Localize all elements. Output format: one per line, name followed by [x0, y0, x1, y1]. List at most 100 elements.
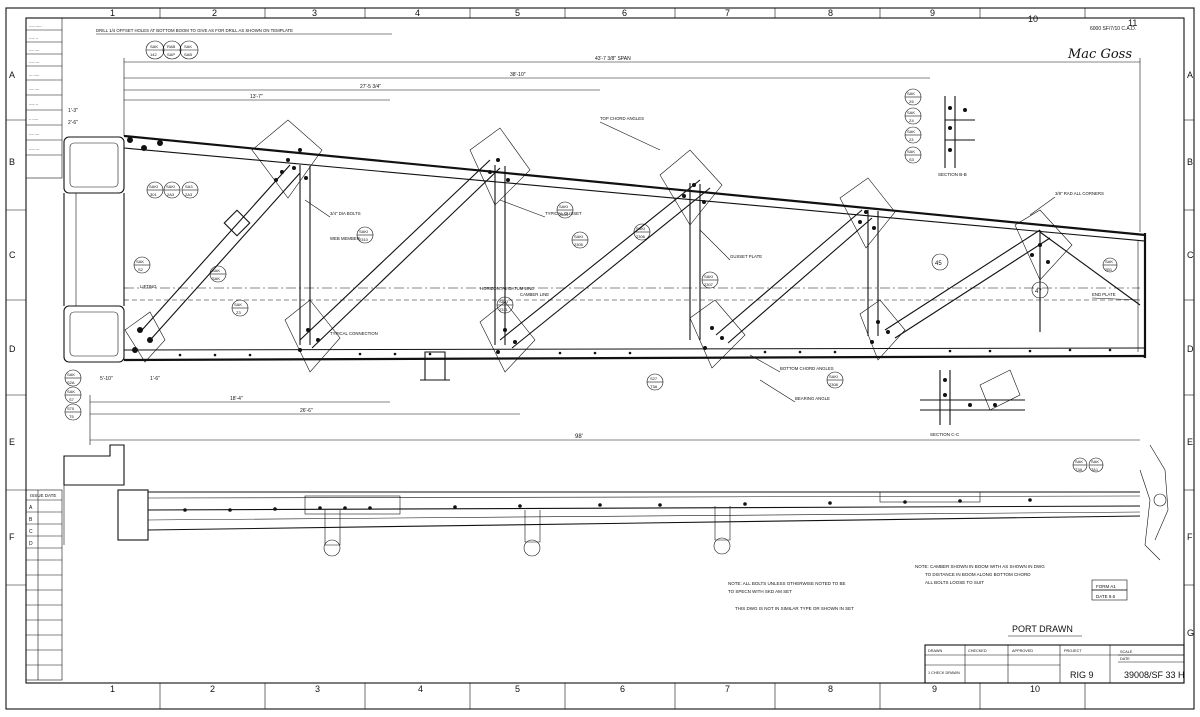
- zone-col-11: 11: [1128, 18, 1137, 28]
- drawing-number: 39008/SF 33 H: [1124, 670, 1185, 680]
- zone-col-10: 10: [1028, 14, 1038, 24]
- dim-span-a: 43'-7 3/8" SPAN: [595, 56, 631, 62]
- svg-text:T3A: T3A: [650, 384, 658, 389]
- zone-row-a: A: [9, 70, 15, 80]
- issue-table: ISSUE DATE A B C D: [25, 489, 63, 681]
- gusset-5: [1014, 209, 1073, 281]
- gusset-7: [479, 301, 536, 373]
- note-right-2: TO DISTANCE IN BOOM ALONG BOTTOM CHORD: [925, 572, 1031, 577]
- dim-left-b: 2'-6": [68, 120, 78, 126]
- svg-text:SAK: SAK: [67, 372, 75, 377]
- section-cc-detail: SECTION C-C: [920, 369, 1025, 437]
- svg-text:2307: 2307: [704, 282, 714, 287]
- svg-text:----- ---: ----- ---: [29, 147, 40, 151]
- svg-text:SAK: SAK: [234, 302, 242, 307]
- svg-text:SAKI: SAKI: [559, 204, 568, 209]
- callout-top-chord: TOP CHORD ANGLES: [600, 116, 644, 121]
- svg-text:S2A: S2A: [67, 380, 75, 385]
- note-right-1: NOTE: CAMBER SHOWN IN BOOM WITH AS SHOWN…: [915, 564, 1045, 569]
- svg-text:-- -----: -- -----: [29, 117, 39, 121]
- rig-label: RIG 9: [1070, 670, 1094, 680]
- svg-text:SAK: SAK: [1075, 459, 1083, 464]
- callout-bearing-angle: BEARING ANGLE: [795, 396, 830, 401]
- svg-text:SAKI: SAKI: [636, 226, 645, 231]
- svg-text:SAKI: SAKI: [574, 234, 583, 239]
- ref-bubble-12: SAK S2: [133, 256, 151, 274]
- callout-lifting: LIFTING: [140, 284, 157, 289]
- callout-gusset-plate: GUSSET PLATE: [730, 254, 762, 259]
- svg-text:Z4: Z4: [909, 118, 914, 123]
- zone-row-b-right: B: [1187, 157, 1193, 167]
- zone-col-3-bottom: 3: [315, 684, 320, 694]
- notes: NOTE: ALL BOLTS UNLESS OTHERWISE NOTED T…: [728, 564, 1045, 611]
- tb-field-checked: CHECKED: [968, 649, 987, 653]
- zone-col-8: 8: [828, 8, 833, 18]
- callout-connection: TYPICAL CONNECTION: [330, 331, 378, 336]
- callout-labels: HORIZONTAL DATUM LINE CAMBER LINE 3/8" R…: [140, 116, 1116, 401]
- svg-text:S2: S2: [138, 267, 144, 272]
- zone-row-c: C: [9, 250, 16, 260]
- svg-text:Z3: Z3: [236, 310, 241, 315]
- zone-col-5: 5: [515, 8, 520, 18]
- note-right-3: ALL BOLTS LOOSE TO SUIT: [925, 580, 984, 585]
- root-box-top: [63, 136, 125, 194]
- dimension-labels: 43'-7 3/8" SPAN 38'-10" 27'-5 3/4" 13'-7…: [68, 56, 631, 440]
- zone-col-1: 1: [110, 8, 115, 18]
- svg-text:SAK: SAK: [907, 149, 915, 154]
- svg-text:---- ----: ---- ----: [29, 132, 40, 136]
- svg-text:SAKI: SAKI: [704, 274, 713, 279]
- zone-col-5-bottom: 5: [515, 684, 520, 694]
- issue-row-d: D: [29, 541, 33, 547]
- zone-col-2-bottom: 2: [210, 684, 215, 694]
- zone-col-1-bottom: 1: [110, 684, 115, 694]
- zone-row-d: D: [9, 344, 16, 354]
- callout-bolts-top: 3/4" DIA BOLTS: [330, 211, 361, 216]
- svg-text:301: 301: [150, 192, 157, 197]
- dim-bottom-b: 1'-6": [150, 376, 160, 382]
- gusset-2: [469, 127, 531, 206]
- svg-text:SAK: SAK: [136, 259, 144, 264]
- svg-text:2310: 2310: [359, 237, 369, 242]
- tb-field-drawn: DRAWN: [928, 649, 942, 653]
- gusset-10: [124, 311, 166, 363]
- svg-text:2A3: 2A3: [185, 192, 193, 197]
- svg-text:2311: 2311: [499, 307, 508, 312]
- svg-text:---- ----: ---- ----: [29, 48, 40, 52]
- note-3: THIS DWG IS NOT IN SIMILAR TYPE OR SHOWN…: [735, 606, 854, 611]
- svg-text:T5: T5: [69, 414, 74, 419]
- lifting-lug: [223, 209, 251, 237]
- handwritten-name: Mac Goss: [1067, 47, 1132, 62]
- zone-col-9: 9: [930, 8, 935, 18]
- callout-all-corners: 3/8" RAD ALL CORNERS: [1055, 191, 1104, 196]
- zone-col-4-bottom: 4: [418, 684, 423, 694]
- root-box-bottom: [63, 305, 125, 363]
- svg-text:2308: 2308: [829, 382, 839, 387]
- note-top: DRILL 1/4 OFFSET HOLES AT BOTTOM BOOM TO…: [96, 28, 293, 33]
- channel-detail: [420, 351, 450, 381]
- dim-bottom-a: 5'-10": [100, 376, 113, 382]
- svg-text:SAK: SAK: [1105, 259, 1113, 264]
- tb-field-project: PROJECT: [1064, 649, 1082, 653]
- form-boxes: FORM A1 DATE 9.6: [1091, 579, 1128, 601]
- zone-col-7-bottom: 7: [725, 684, 730, 694]
- svg-text:S7: S7: [69, 397, 75, 402]
- title-block: PORT DRAWN DRAWN CHECKED APPROVED SCALE …: [924, 624, 1185, 684]
- callout-typical-gusset: TYPICAL GUSSET: [545, 211, 582, 216]
- zone-row-d-right: D: [1187, 344, 1194, 354]
- zone-ticks: [6, 8, 1194, 709]
- outer-border: [5, 7, 1195, 710]
- zone-row-f: F: [9, 532, 15, 542]
- note-2: TO SPECN WITH SKD AM SET: [728, 589, 792, 594]
- ref-bubble-24: 45: [931, 253, 949, 271]
- svg-text:SAKI: SAKI: [149, 184, 158, 189]
- issue-row-a: A: [29, 505, 33, 511]
- dim-span-b: 38'-10": [510, 72, 526, 78]
